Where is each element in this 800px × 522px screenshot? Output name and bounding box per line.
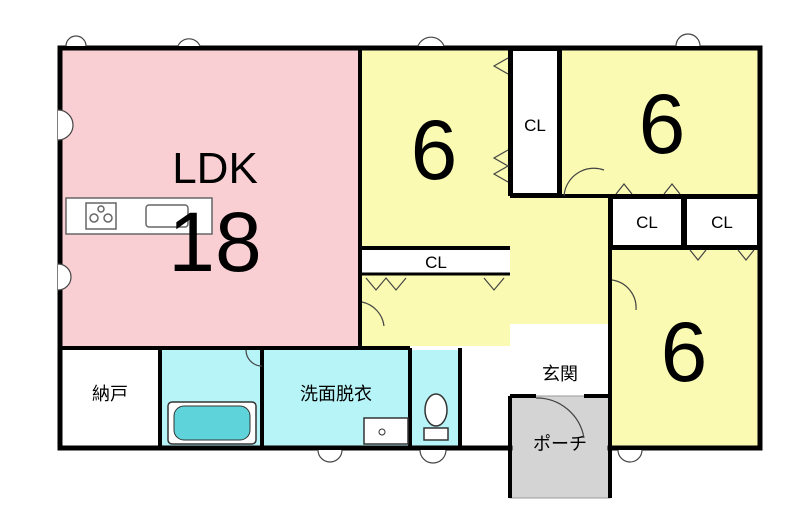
closet-label-2: CL: [425, 253, 447, 272]
closet-outlines: [511, 49, 759, 247]
bathtub: [167, 401, 257, 445]
kitchen-counter: [65, 197, 213, 235]
toilet: [423, 393, 449, 441]
inner-walls: [60, 48, 760, 498]
ldk-size: 18: [168, 195, 262, 289]
porch-area: [509, 395, 611, 499]
bedroom-3-area: [612, 250, 758, 446]
washroom-label: 洗面脱衣: [300, 384, 372, 405]
bedroom-1-size: 6: [410, 103, 458, 197]
porch-label: ポーチ: [533, 434, 587, 455]
bedroom-2-size: 6: [638, 77, 686, 171]
entrance-label: 玄関: [542, 364, 578, 385]
washbasin: [363, 417, 409, 445]
closet-label-4: CL: [711, 213, 733, 232]
closet-doors: [365, 57, 755, 291]
bedroom-3-size: 6: [660, 305, 708, 399]
hall-area: [362, 198, 612, 346]
ldk-name: LDK: [172, 144, 258, 193]
closet-label-1: CL: [524, 116, 546, 135]
windows: [57, 33, 701, 464]
bedroom-2-area: [562, 50, 758, 196]
storage-label: 納戸: [92, 384, 128, 405]
closet-label-3: CL: [636, 213, 658, 232]
bedroom-1-area: [362, 50, 510, 248]
door-swings: [245, 167, 637, 439]
